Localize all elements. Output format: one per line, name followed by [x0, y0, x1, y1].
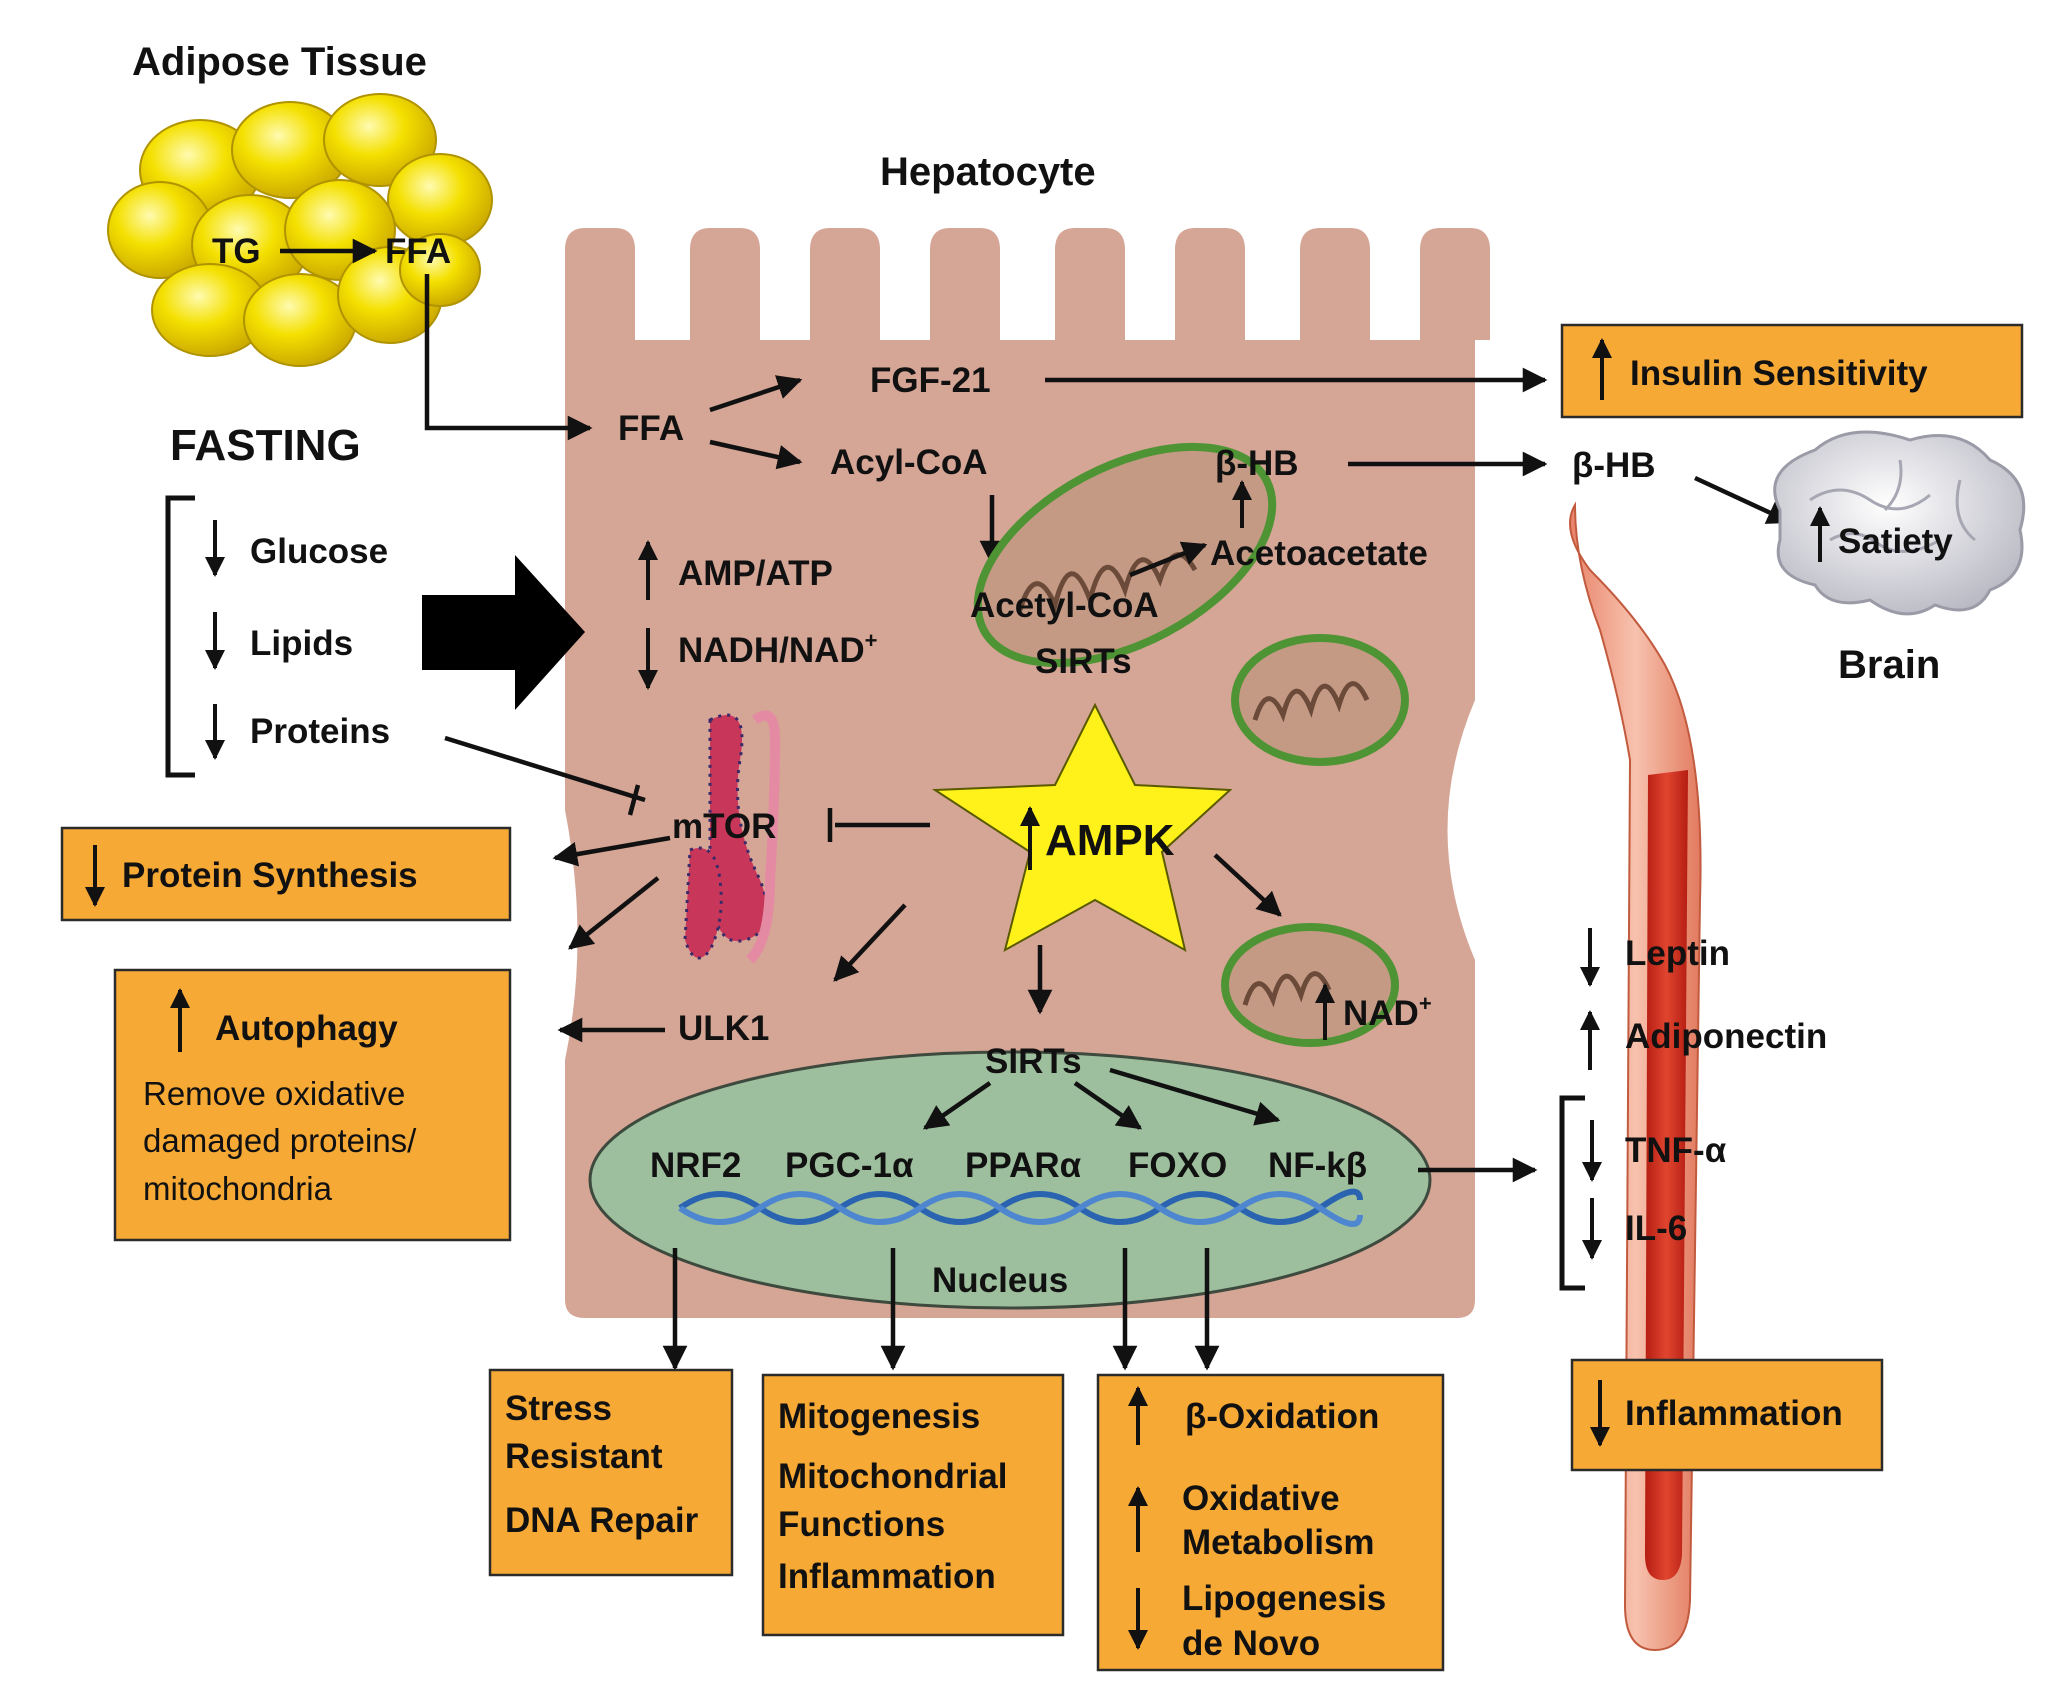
acetylcoa-to-acetoacetate-arrow	[1129, 541, 1208, 578]
sirts-to-nfkb-arrow	[1109, 1067, 1281, 1126]
nadh-nad-label: NADH/NAD+	[678, 628, 878, 670]
stress-line1: Stress	[505, 1389, 612, 1428]
fasting-big-arrow	[422, 555, 585, 710]
proteins-inhibit-bar	[627, 784, 641, 816]
ffa-adipose-label: FFA	[385, 232, 451, 271]
brain-label: Brain	[1838, 643, 1940, 687]
satiety-label: Satiety	[1838, 522, 1953, 561]
lipogenesis-line2: de Novo	[1182, 1624, 1320, 1663]
blood-beta-hb-to-brain-arrow	[1694, 475, 1793, 525]
ampk-star	[931, 702, 1233, 953]
mtor-label: mTOR	[672, 807, 776, 846]
protein-synthesis-text: Protein Synthesis	[122, 856, 418, 895]
stress-resistant-box	[488, 1368, 734, 1577]
ffa-to-acylcoa-arrow	[709, 439, 803, 470]
beta-oxidation-box	[1096, 1373, 1445, 1672]
ulk1-label: ULK1	[678, 1009, 769, 1048]
insulin-sensitivity-box	[1560, 323, 2024, 419]
cytokine-bracket	[1559, 1095, 1585, 1291]
mitochondrion-nad	[1221, 923, 1399, 1047]
ampk-label: AMPK	[1045, 816, 1175, 865]
beta-oxidation-text: β-Oxidation	[1185, 1397, 1379, 1436]
sirts-mito-label: SIRTs	[1035, 642, 1132, 681]
proteins-label: Proteins	[250, 712, 390, 751]
stress-line3: DNA Repair	[505, 1501, 699, 1540]
mitogenesis-box	[761, 1373, 1065, 1637]
nfkb-label: NF-kβ	[1268, 1146, 1367, 1185]
ampk-to-nad-arrow	[1213, 853, 1282, 917]
sirts-nucleus-label: SIRTs	[985, 1042, 1082, 1081]
foxo-label: FOXO	[1128, 1146, 1227, 1185]
fasting-title: FASTING	[170, 421, 361, 470]
mtor-organelle	[683, 710, 781, 964]
glucose-label: Glucose	[250, 532, 388, 571]
sirts-to-foxo-arrow	[1073, 1081, 1143, 1130]
adipose-cluster	[107, 93, 493, 367]
mito-line2: Mitochondrial	[778, 1457, 1007, 1496]
insulin-sensitivity-text: Insulin Sensitivity	[1630, 354, 1928, 393]
autophagy-line2: damaged proteins/	[143, 1122, 417, 1159]
beta-hb-mito-label: β-HB	[1215, 444, 1299, 483]
nad-mito-label: NAD+	[1343, 991, 1432, 1033]
ffa-to-hepatocyte-arrow	[424, 274, 593, 441]
mito-line3: Functions	[778, 1505, 945, 1544]
autophagy-line1: Remove oxidative	[143, 1075, 405, 1112]
leptin-label: Leptin	[1625, 934, 1730, 973]
inflammation-box	[1570, 1358, 1884, 1472]
mtor-to-protein-synthesis-arrow	[552, 835, 671, 867]
acetylcoa-label: Acetyl-CoA	[970, 586, 1159, 625]
inflammation-text: Inflammation	[1625, 1394, 1843, 1433]
amp-atp-label: AMP/ATP	[678, 554, 833, 593]
ampk-to-ulk1-arrow	[833, 903, 907, 982]
fasting-bracket	[165, 495, 195, 778]
protein-synthesis-box	[60, 826, 512, 922]
brain-icon	[1773, 430, 2026, 616]
lipids-label: Lipids	[250, 624, 353, 663]
il6-label: IL-6	[1625, 1209, 1687, 1248]
oxidative-line1: Oxidative	[1182, 1479, 1340, 1518]
acetoacetate-label: Acetoacetate	[1210, 534, 1428, 573]
autophagy-title: Autophagy	[215, 1009, 398, 1048]
proteins-inhibit-mtor	[444, 735, 646, 803]
oxidative-line2: Metabolism	[1182, 1523, 1375, 1562]
blood-vessel	[1569, 501, 1702, 1652]
adipose-tissue-title: Adipose Tissue	[132, 40, 427, 84]
acylcoa-label: Acyl-CoA	[830, 443, 988, 482]
tnfa-label: TNF-α	[1625, 1131, 1727, 1170]
beta-hb-blood-label: β-HB	[1572, 446, 1656, 485]
hepatocyte-title: Hepatocyte	[880, 150, 1096, 194]
ffa-hepatocyte-label: FFA	[618, 409, 684, 448]
sirts-to-pgc1a-arrow	[922, 1081, 992, 1130]
pgc1a-label: PGC-1α	[785, 1146, 914, 1185]
mito-line4: Inflammation	[778, 1557, 996, 1596]
mitochondrion-upper	[973, 442, 1277, 668]
nucleus-label: Nucleus	[932, 1261, 1068, 1300]
autophagy-line3: mitochondria	[143, 1170, 333, 1207]
stress-line2: Resistant	[505, 1437, 663, 1476]
lipogenesis-line1: Lipogenesis	[1182, 1579, 1386, 1618]
ppara-label: PPARα	[965, 1146, 1082, 1185]
nucleus	[588, 1050, 1432, 1310]
ffa-to-fgf21-arrow	[709, 375, 803, 413]
nrf2-label: NRF2	[650, 1146, 741, 1185]
mitochondrion-right	[1231, 634, 1409, 766]
adiponectin-label: Adiponectin	[1625, 1017, 1827, 1056]
fgf21-label: FGF-21	[870, 361, 991, 400]
tg-label: TG	[212, 232, 261, 271]
mtor-to-autophagy-arrow	[568, 876, 660, 950]
mito-line1: Mitogenesis	[778, 1397, 980, 1436]
